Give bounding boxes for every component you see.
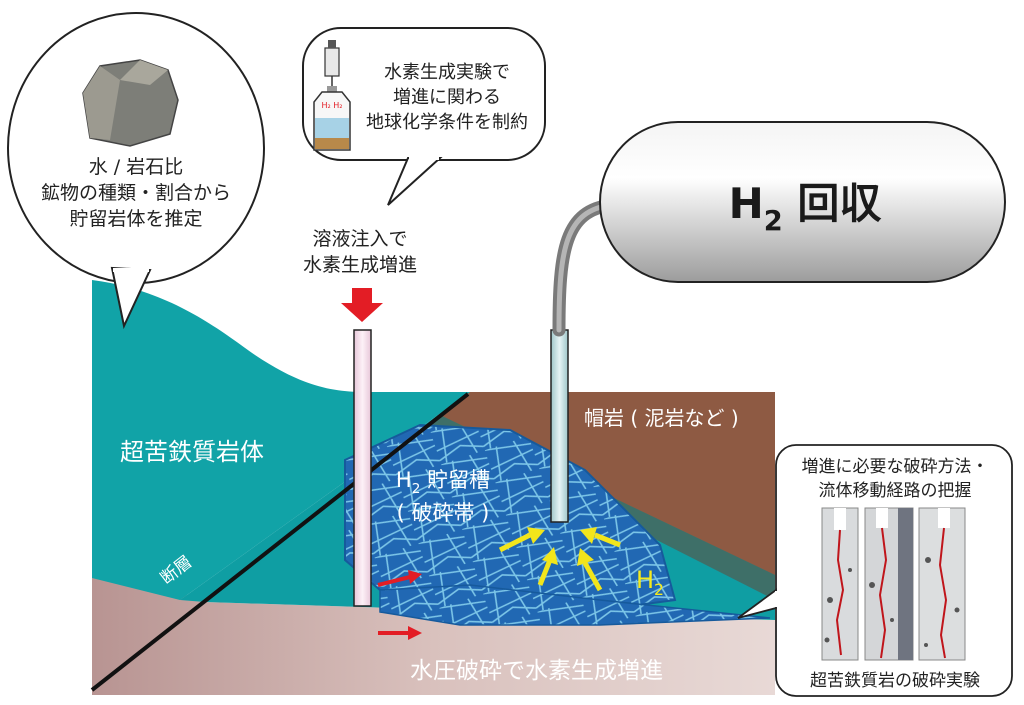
core-sample-1	[821, 507, 859, 661]
lab-bubble-line-1: 水素生成実験で	[384, 62, 510, 83]
reservoir-note: ( 破砕帯 )	[396, 501, 490, 525]
lab-bubble-text: 水素生成実験で 増進に関わる 地球化学条件を制約	[352, 60, 542, 135]
experiment-callout	[737, 444, 1013, 697]
h2-flow-sub: 2	[654, 581, 664, 600]
tank-title-h: H	[728, 179, 764, 228]
lab-bubble	[302, 27, 546, 206]
lab-bubble-line-3: 地球化学条件を制約	[366, 112, 528, 133]
fracture-tongue	[379, 584, 771, 626]
vial-label: H₂ H₂	[321, 101, 343, 110]
recovery-hose-highlight	[556, 202, 615, 333]
h2-storage-tank	[599, 121, 1006, 283]
production-well	[550, 329, 569, 523]
rock-bubble-line-2: 鉱物の種類・割合から	[40, 182, 231, 204]
reservoir-name: 貯留槽	[427, 468, 491, 492]
tank-title-sub: 2	[763, 206, 783, 238]
experiment-title-line-2: 流体移動経路の把握	[818, 481, 972, 501]
experiment-caption: 超苦鉄質岩の破砕実験	[810, 671, 980, 691]
tank-title-recover: 回収	[797, 179, 882, 228]
h2-flow-arrows	[498, 527, 621, 592]
rock-bubble-text: 水 / 岩石比 鉱物の種類・割合から 貯留岩体を推定	[22, 154, 250, 232]
reservoir-label: H2 貯留槽 ( 破砕帯 )	[368, 465, 518, 528]
syringe-icon	[324, 40, 340, 92]
injection-arrow	[341, 288, 383, 322]
rock-bubble	[7, 12, 265, 330]
ultramafic-label: 超苦鉄質岩体	[120, 438, 264, 466]
core-sample-2	[864, 507, 914, 661]
caprock-label: 帽岩 ( 泥岩など )	[584, 406, 739, 430]
rock-bubble-line-3: 貯留岩体を推定	[69, 208, 203, 230]
fault-line	[90, 392, 470, 692]
experiment-title: 増進に必要な破砕方法・ 流体移動経路の把握	[780, 455, 1010, 503]
vial-icon	[313, 86, 351, 151]
injection-well	[353, 329, 372, 607]
reservoir-sub: 2	[411, 481, 421, 498]
basement-rock	[92, 560, 775, 695]
reservoir-h: H	[395, 468, 412, 492]
reservoir-title: H2 貯留槽	[368, 465, 518, 498]
injection-line-2: 水素生成増進	[302, 254, 417, 276]
fracture-arrow-upper	[377, 570, 422, 587]
fracture-arrow-lower	[378, 626, 422, 640]
h2-flow-label: H2	[636, 566, 664, 599]
rock-bubble-line-1: 水 / 岩石比	[88, 156, 184, 178]
hydraulic-label: 水圧破砕で水素生成増進	[410, 658, 663, 684]
tank-title: H2 回収	[690, 170, 920, 237]
lab-bubble-line-2: 増進に関わる	[393, 87, 501, 108]
h2-flow-h: H	[636, 566, 655, 594]
injection-line-1: 溶液注入で	[312, 228, 408, 250]
experiment-title-line-1: 増進に必要な破砕方法・	[801, 457, 989, 477]
ultramafic-body	[92, 280, 470, 600]
core-sample-3	[918, 507, 966, 661]
injection-label: 溶液注入で 水素生成増進	[290, 226, 430, 278]
